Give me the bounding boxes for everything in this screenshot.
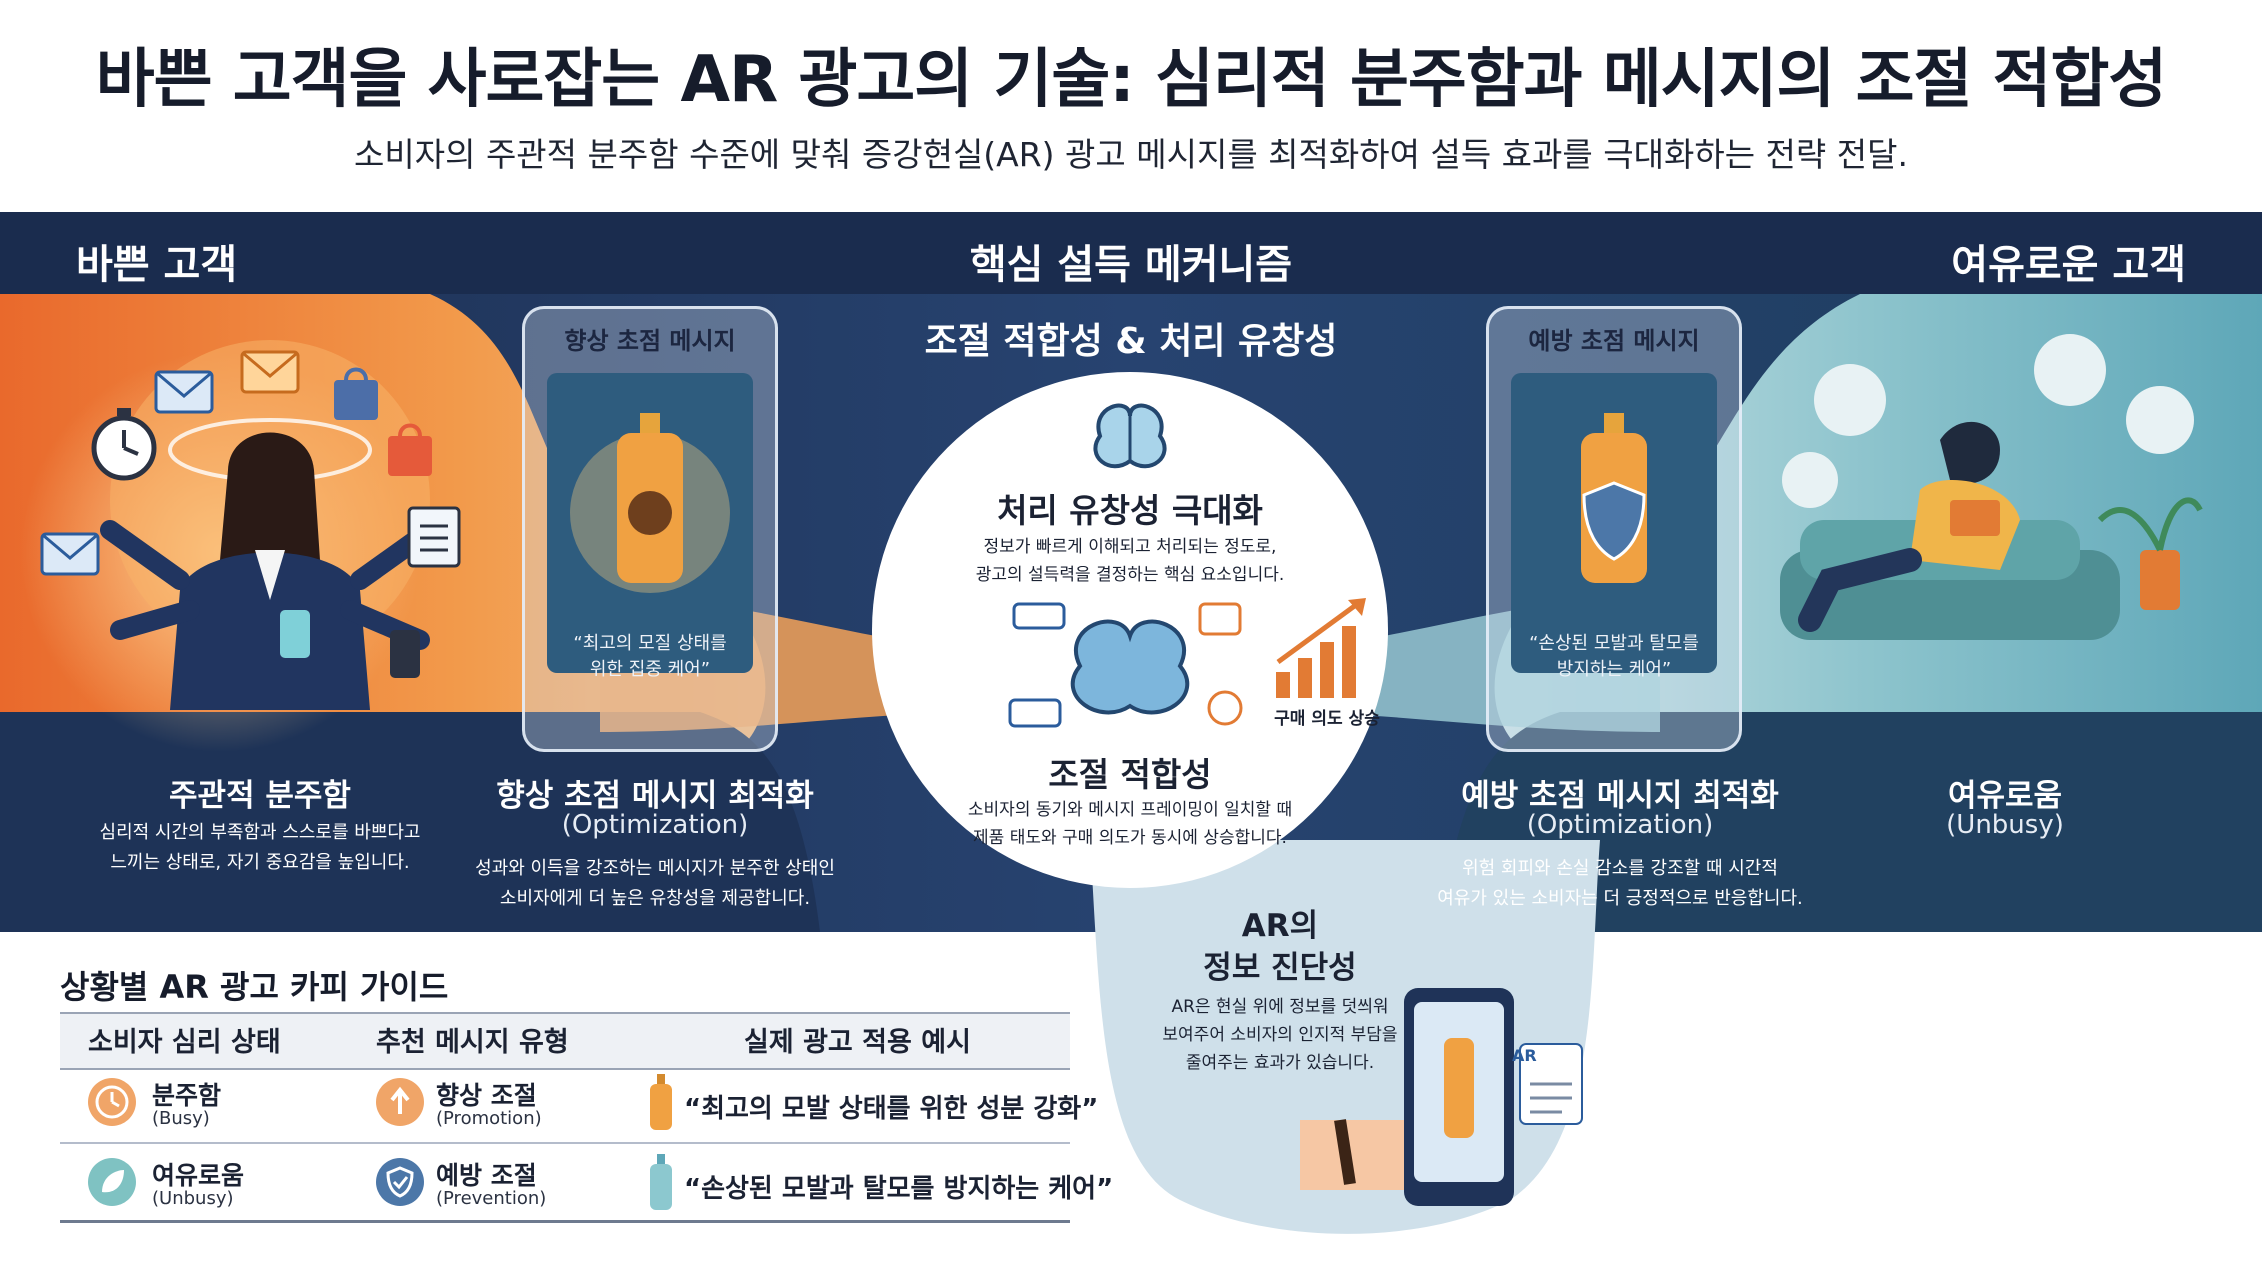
guide-row-2-state-en: (Unbusy) [152, 1188, 234, 1209]
shampoo-bottle-small-icon [650, 1074, 672, 1130]
ar-desc-1: AR은 현실 위에 정보를 덧씌워 [1171, 997, 1389, 1017]
ar-title-line-2: 정보 진단성 [1203, 950, 1357, 986]
promotion-quote-2: 위한 집중 케어” [589, 659, 711, 680]
guide-row-2-type-en: (Prevention) [436, 1188, 547, 1209]
shopping-bag-icon-red [388, 423, 432, 476]
clock-icon [88, 1078, 136, 1126]
brain-icon [1093, 403, 1167, 469]
guide-row-2-example: “손상된 모발과 탈모를 방지하는 케어” [684, 1174, 1114, 1204]
guide-row-1-state-en: (Busy) [152, 1108, 210, 1129]
prevention-phone-screen: “손상된 모발과 탈모를 방지하는 케어” [1511, 373, 1717, 680]
fluency-title: 처리 유창성 극대화 [997, 491, 1263, 530]
prevention-desc-2: 여유가 있는 소비자는 더 긍정적으로 반응합니다. [1437, 888, 1803, 909]
center-circle [872, 372, 1388, 888]
guide-row-2-type: 예방 조절 [436, 1161, 537, 1190]
shopping-bag-icon [334, 367, 378, 420]
busy-state-desc-2: 느끼는 상태로, 자기 중요감을 높입니다. [110, 852, 410, 873]
promotion-phone-card: 향상 초점 메시지 “최고의 모질 상태를 위한 집중 케어” [522, 306, 778, 752]
prevention-optimization-sub: (Optimization) [1526, 810, 1714, 840]
stopwatch-icon [91, 408, 157, 481]
mail-icon-orange [240, 350, 300, 394]
guide-row-1-example: “최고의 모발 상태를 위한 성분 강화” [684, 1094, 1099, 1124]
guide-header-type: 추천 메시지 유형 [376, 1027, 569, 1058]
prevention-quote-2: 방지하는 케어” [1556, 659, 1672, 680]
busy-customer-header: 바쁜 고객 [76, 242, 238, 288]
busy-state-desc-1: 심리적 시간의 부족함과 스스로를 바쁘다고 [99, 822, 421, 843]
busy-state-title: 주관적 분주함 [169, 778, 351, 814]
unbusy-customer-header: 여유로운 고객 [1951, 242, 2186, 288]
guide-table-header-row [60, 1012, 1070, 1070]
mail-icon-small [40, 532, 100, 576]
regulatory-fit-desc-2: 제품 태도와 구매 의도가 동시에 상승합니다. [973, 828, 1287, 848]
regulatory-fit-desc-1: 소비자의 동기와 메시지 프레이밍이 일치할 때 [967, 800, 1293, 820]
arrow-up-icon [376, 1078, 424, 1126]
page-title: 바쁜 고객을 사로잡는 AR 광고의 기술: 심리적 분주함과 메시지의 조절 … [95, 43, 2168, 117]
ar-phone-illustration [1300, 988, 1583, 1206]
shampoo-shield-icon [1581, 413, 1647, 583]
unbusy-state-title: 여유로움 [1947, 778, 2063, 814]
prevention-phone-card: 예방 초점 메시지 “손상된 모발과 탈모를 방지하는 케어” [1486, 306, 1742, 752]
promotion-optimization-sub: (Optimization) [561, 810, 749, 840]
ar-title-line-1: AR의 [1241, 908, 1319, 944]
ar-desc-2: 보여주어 소비자의 인지적 부담을 [1162, 1025, 1398, 1045]
promotion-phone-tag: 향상 초점 메시지 [564, 327, 736, 355]
guide-row-2-state: 여유로움 [152, 1161, 245, 1190]
brain-network-icon [1008, 602, 1243, 728]
guide-header-state: 소비자 심리 상태 [88, 1027, 281, 1058]
fluency-desc-2: 광고의 설득력을 결정하는 핵심 요소입니다. [975, 565, 1285, 585]
mail-icon [154, 370, 214, 414]
promotion-phone-screen: “최고의 모질 상태를 위한 집중 케어” [547, 373, 753, 680]
guide-row-1-type-en: (Promotion) [436, 1108, 542, 1129]
leaf-icon [88, 1158, 136, 1206]
checklist-icon [407, 506, 461, 568]
unbusy-state-sub: (Unbusy) [1946, 810, 2064, 840]
shampoo-bottle-teal-icon [650, 1154, 672, 1210]
prevention-quote-1: “손상된 모발과 탈모를 [1529, 633, 1699, 654]
promotion-quote-1: “최고의 모질 상태를 [573, 633, 727, 654]
promotion-desc-2: 소비자에게 더 높은 유창성을 제공합니다. [499, 888, 811, 909]
prevention-phone-tag: 예방 초점 메시지 [1528, 327, 1700, 355]
guide-row-1-type: 향상 조절 [436, 1081, 537, 1110]
prevention-optimization-title: 예방 초점 메시지 최적화 [1461, 778, 1779, 814]
ar-desc-3: 줄여주는 효과가 있습니다. [1185, 1053, 1375, 1073]
guide-header-example: 실제 광고 적용 예시 [744, 1027, 971, 1058]
prevention-desc-1: 위험 회피와 손실 감소를 강조할 때 시간적 [1462, 858, 1778, 879]
fluency-desc-1: 정보가 빠르게 이해되고 처리되는 정도로, [983, 537, 1277, 557]
shampoo-bottle-icon [570, 413, 730, 593]
guide-row-divider [60, 1142, 1070, 1144]
regulatory-fit-title: 조절 적합성 [1048, 755, 1212, 794]
page-subtitle: 소비자의 주관적 분주함 수준에 맞춰 증강현실(AR) 광고 메시지를 최적화… [354, 135, 1908, 174]
mechanism-header: 핵심 설득 메커니즘 [969, 242, 1293, 288]
guide-row-1-state: 분주함 [152, 1081, 222, 1110]
relaxed-woman-illustration [1780, 334, 2203, 640]
purchase-intent-label: 구매 의도 상승 [1274, 709, 1380, 729]
ar-badge-label: AR [1512, 1046, 1537, 1065]
promotion-desc-1: 성과와 이득을 강조하는 메시지가 분주한 상태인 [475, 858, 835, 879]
shield-check-icon [376, 1158, 424, 1206]
mechanism-subheader: 조절 적합성 & 처리 유창성 [924, 321, 1338, 362]
promotion-optimization-title: 향상 초점 메시지 최적화 [496, 778, 814, 814]
guide-table-bottom-rule [60, 1220, 1070, 1223]
purchase-intent-chart-icon [1276, 598, 1366, 698]
guide-table-title: 상황별 AR 광고 카피 가이드 [60, 968, 449, 1006]
